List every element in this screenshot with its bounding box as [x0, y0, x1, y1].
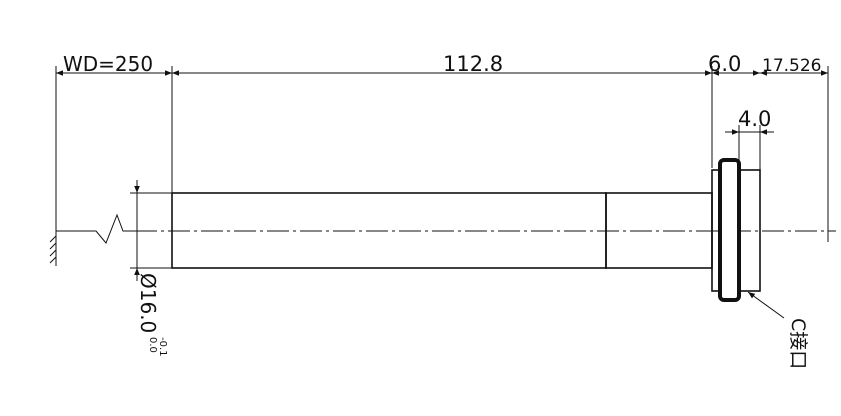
mount-label-group: C接口 [787, 318, 809, 369]
mount-label: C接口 [787, 318, 809, 369]
mount-leader [747, 291, 785, 319]
diameter-label-group: Ø16.0 0.0 -0.1 [136, 273, 168, 357]
length-label: 112.8 [443, 52, 503, 76]
tol-upper: 0.0 [147, 337, 158, 353]
center-line [56, 213, 836, 244]
wd-label: WD=250 [63, 52, 153, 76]
thread-label: 4.0 [738, 107, 771, 131]
lens-body [171, 192, 713, 269]
diameter-label: Ø16.0 [136, 273, 160, 333]
flange-label: 6.0 [708, 52, 741, 76]
tol-lower: -0.1 [157, 337, 168, 357]
object-plane-hatch [49, 232, 57, 266]
back-label: 17.526 [762, 56, 821, 76]
extension-lines [55, 66, 829, 269]
c-mount [711, 158, 761, 302]
